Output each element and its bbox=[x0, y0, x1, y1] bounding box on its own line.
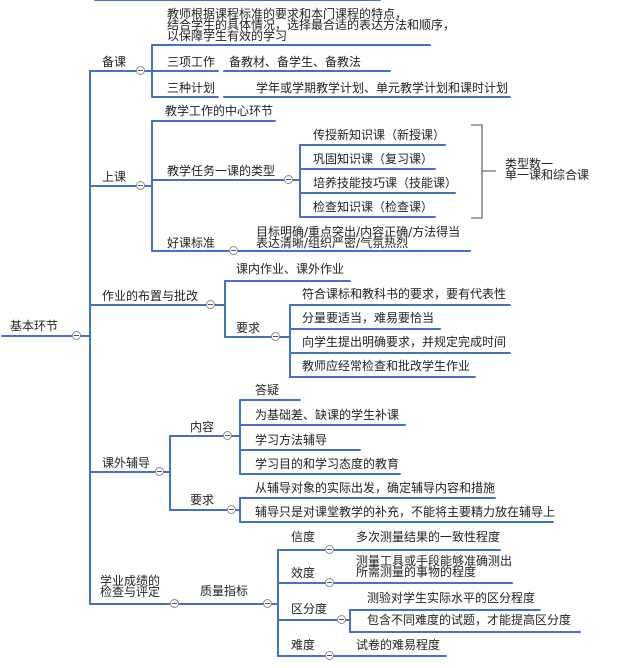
qufendu-detail-1: 测验对学生实际水平的区分程度 bbox=[367, 591, 536, 605]
sanzhong-detail: 学年或学期教学计划、单元教学计划和课时计划 bbox=[256, 81, 509, 95]
collapse-toggle-zuoye[interactable] bbox=[206, 300, 215, 309]
node-sanxiang[interactable]: 三项工作 bbox=[167, 55, 216, 69]
collapse-toggle-beike[interactable] bbox=[136, 66, 145, 75]
zuoye-req-1: 符合课标和教科书的要求，要有代表性 bbox=[302, 287, 507, 301]
summary-label-1: 类型数一 bbox=[505, 157, 554, 171]
node-nandu[interactable]: 难度 bbox=[291, 638, 316, 652]
node-fudao-neirong[interactable]: 内容 bbox=[190, 420, 215, 434]
collapse-toggle-xindu[interactable] bbox=[325, 545, 334, 554]
zuoye-req-3: 向学生提出明确要求，并规定完成时间 bbox=[302, 335, 507, 349]
haoke-detail-2: 表达清晰/组织严密/气氛热烈 bbox=[256, 236, 409, 250]
collapse-toggle-haoke[interactable] bbox=[229, 246, 238, 255]
node-shangke[interactable]: 上课 bbox=[102, 170, 127, 184]
collapse-toggle-pingding[interactable] bbox=[170, 599, 179, 608]
node-renwu[interactable]: 教学任务一课的类型 bbox=[167, 164, 276, 178]
node-fudao[interactable]: 课外辅导 bbox=[102, 456, 151, 470]
node-zuoye-yaoqiu[interactable]: 要求 bbox=[236, 321, 261, 335]
beike-intro-line-1: 教师根据课程标准的要求和本门课程的特点， bbox=[167, 7, 408, 21]
node-haoke[interactable]: 好课标准 bbox=[167, 236, 216, 250]
fudao-req-2: 辅导只是对课堂教学的补充，不能将主要精力放在辅导上 bbox=[255, 505, 556, 519]
node-xindu[interactable]: 信度 bbox=[291, 530, 316, 544]
fudao-req-1: 从辅导对象的实际出发，确定辅导内容和措施 bbox=[255, 481, 496, 495]
xindu-detail: 多次测量结果的一致性程度 bbox=[356, 530, 501, 544]
node-beike[interactable]: 备课 bbox=[102, 55, 127, 69]
xiaodu-detail-1: 测量工具或手段能够准确测出 bbox=[356, 554, 513, 568]
type-item-4: 检查知识课（检查课） bbox=[313, 200, 434, 214]
zuoye-req-4: 教师应经常检查和批改学生作业 bbox=[302, 359, 471, 373]
zuoye-req-2: 分量要适当，难易要恰当 bbox=[302, 311, 435, 325]
sanxiang-detail: 备教材、备学生、备教法 bbox=[229, 55, 362, 69]
node-zuoye[interactable]: 作业的布置与批改 bbox=[102, 289, 199, 303]
nandu-detail: 试卷的难易程度 bbox=[356, 638, 441, 652]
collapse-toggle-qufendu[interactable] bbox=[337, 615, 346, 624]
node-fudao-yaoqiu[interactable]: 要求 bbox=[190, 493, 215, 507]
zuoye-neiwai: 课内作业、课外作业 bbox=[236, 262, 345, 276]
haoke-detail-1: 目标明确/重点突出/内容正确/方法得当 bbox=[256, 225, 461, 239]
node-pingding-line-1[interactable]: 学业成绩的 bbox=[100, 574, 161, 588]
node-xiaodu[interactable]: 效度 bbox=[291, 566, 316, 580]
collapse-toggle-zhiliang[interactable] bbox=[263, 599, 272, 608]
root-node[interactable]: 基本环节 bbox=[10, 319, 59, 333]
fudao-content-3: 学习方法辅导 bbox=[255, 433, 328, 447]
fudao-content-1: 答疑 bbox=[255, 383, 280, 397]
node-qufendu[interactable]: 区分度 bbox=[291, 602, 328, 616]
fudao-content-2: 为基础差、缺课的学生补课 bbox=[255, 408, 400, 422]
collapse-toggle-root[interactable] bbox=[72, 331, 81, 340]
type-item-2: 巩固知识课（复习课） bbox=[313, 152, 434, 166]
node-pingding-line-2[interactable]: 检查与评定 bbox=[100, 585, 161, 599]
fudao-content-4: 学习目的和学习态度的教育 bbox=[255, 457, 400, 471]
collapse-toggle-fudao[interactable] bbox=[155, 467, 164, 476]
xiaodu-detail-2: 所需测量的事物的程度 bbox=[356, 565, 477, 579]
node-zhiliang[interactable]: 质量指标 bbox=[200, 584, 249, 598]
beike-intro-line-3: 以保障学生有效的学习 bbox=[167, 29, 288, 43]
shangke-center: 教学工作的中心环节 bbox=[165, 104, 274, 118]
type-item-1: 传授新知识课（新授课） bbox=[313, 128, 446, 142]
collapse-toggle-zuoye-yaoqiu[interactable] bbox=[271, 332, 280, 341]
summary-bracket bbox=[471, 124, 496, 219]
collapse-toggle-shangke[interactable] bbox=[136, 181, 145, 190]
summary-label-2: 单一课和综合课 bbox=[505, 168, 590, 182]
collapse-toggle-nandu[interactable] bbox=[325, 651, 334, 660]
collapse-toggle-renwu[interactable] bbox=[284, 175, 293, 184]
type-item-3: 培养技能技巧课（技能课） bbox=[313, 176, 458, 190]
collapse-toggle-fudao-neirong[interactable] bbox=[223, 431, 232, 440]
collapse-toggle-fudao-yaoqiu[interactable] bbox=[227, 505, 236, 514]
node-sanzhong[interactable]: 三种计划 bbox=[167, 81, 216, 95]
qufendu-detail-2: 包含不同难度的试题，才能提高区分度 bbox=[367, 613, 572, 627]
collapse-toggle-xiaodu[interactable] bbox=[325, 578, 334, 587]
beike-intro-line-2: 结合学生的具体情况，选择最合适的表达方法和顺序， bbox=[167, 18, 456, 32]
